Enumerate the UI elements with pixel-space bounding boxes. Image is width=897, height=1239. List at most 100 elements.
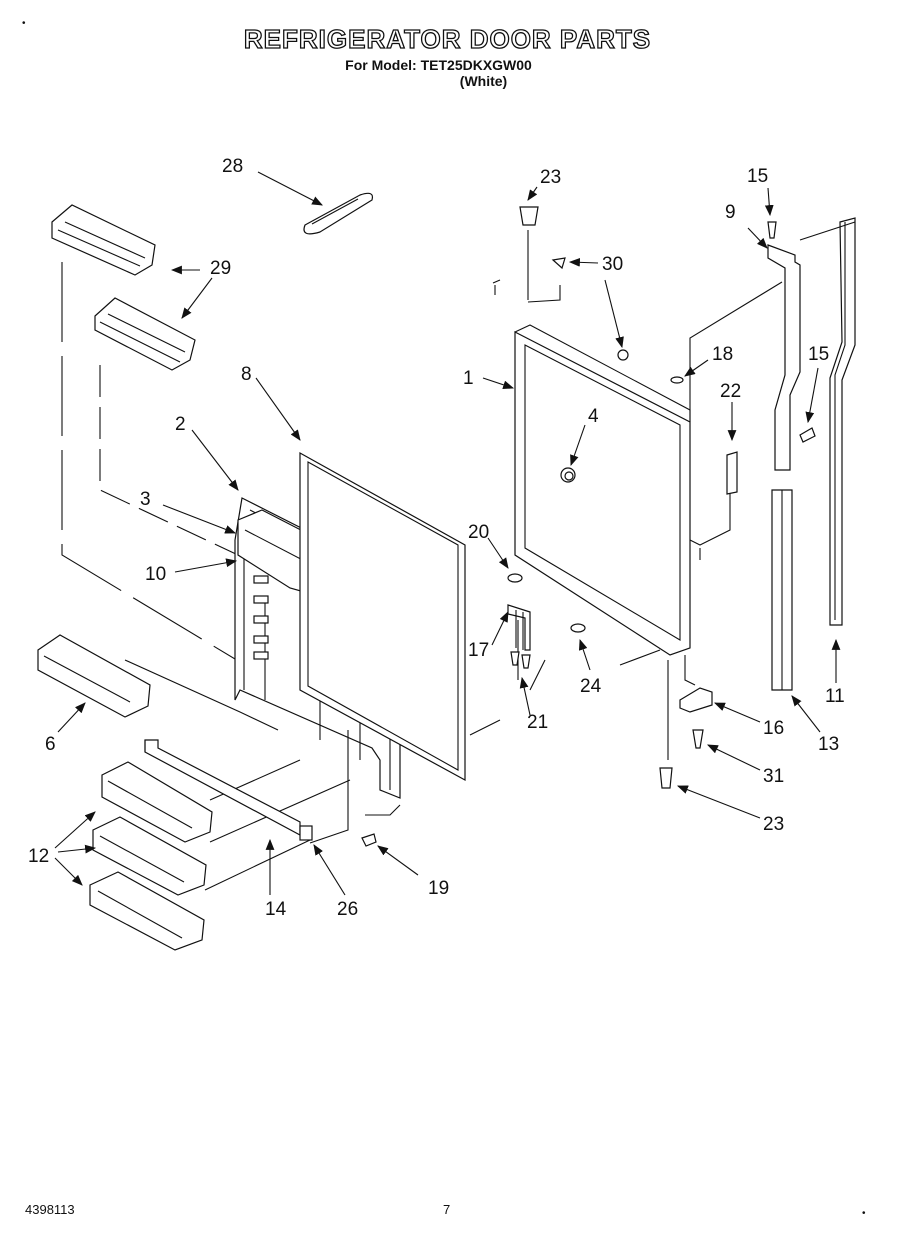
leader-15b [805,367,819,424]
part-14-shelf-rail [144,739,301,837]
part-23-hinge-pin-bottom [659,767,673,789]
handle-guide [799,221,856,241]
leader-2 [191,429,239,491]
assembly-lines-top [494,230,561,303]
leader-8 [255,377,301,441]
leader-17 [491,611,509,646]
leader-12b [57,844,97,854]
leader-26 [313,844,346,896]
callout-23-top: 23 [540,167,561,188]
callout-19: 19 [428,878,449,899]
callout-30: 30 [602,254,623,275]
guide-line-a [99,365,239,556]
part-12-door-bin-a [101,761,213,843]
model-line: For Model: TET25DKXGW00 [345,57,532,73]
assembly-lines-right [689,281,783,560]
part-30-screw [492,257,566,284]
callout-15-right: 15 [808,344,829,365]
part-31-screw [692,729,704,749]
callout-14: 14 [265,899,287,920]
leader-23b [676,785,761,819]
callout-13: 13 [818,734,839,755]
part-19-screw [361,833,377,847]
callout-29: 29 [210,258,231,279]
leader-12c [54,857,83,886]
leader-13 [791,695,821,733]
leader-30a [568,257,599,267]
part-29-upper-bin-b [94,297,196,371]
leader-12a [54,811,96,849]
callout-15-top: 15 [747,166,768,187]
page-number: 7 [443,1202,451,1217]
callout-12: 12 [28,846,49,867]
leader-28 [257,171,323,206]
callout-11: 11 [825,686,845,707]
part-12-door-bin-c [89,871,205,951]
leader-29b [181,277,213,319]
part-30-screw-b [617,349,629,361]
callout-24: 24 [580,676,602,697]
part-28-handle-insert [303,192,374,235]
callout-31: 31 [763,766,784,787]
callout-28: 28 [222,156,243,177]
leader-6 [57,702,86,733]
leader-24 [578,638,591,671]
part-24-washer [570,623,586,633]
callout-6: 6 [45,734,56,755]
part-22-hinge-cover [726,451,738,495]
callout-17: 17 [468,640,489,661]
part-13-trim [771,489,793,691]
callout-1: 1 [463,368,474,389]
callout-16: 16 [763,718,784,739]
part-21-screws [510,651,531,669]
callout-4: 4 [588,406,599,427]
callout-3: 3 [140,489,151,510]
part-15-screw-top [767,221,777,239]
color-line: (White) [459,73,508,89]
leader-19 [377,845,419,876]
leader-10 [174,558,238,573]
callout-23-bottom: 23 [763,814,784,835]
part-11-door-handle [829,217,856,626]
callout-20: 20 [468,522,489,543]
callout-9: 9 [725,202,736,223]
part-15-screw-right [799,427,816,443]
guide-lines-19 [309,730,401,844]
leader-1 [482,377,515,390]
callout-18: 18 [712,344,733,365]
callout-26: 26 [337,899,358,920]
document-number: 4398113 [25,1202,75,1217]
page-title: REFRIGERATOR DOOR PARTS [243,23,652,54]
page-header: REFRIGERATOR DOOR PARTS For Model: TET25… [0,23,897,89]
bin-guides-12 [204,759,351,891]
callout-2: 2 [175,414,186,435]
callout-10: 10 [145,564,166,585]
leader-23a [527,186,538,201]
part-1-outer-door [514,324,691,656]
part-26-rail-end [299,825,313,841]
leader-21 [519,676,531,716]
scan-mark: • [22,18,26,29]
leader-30b [604,279,624,349]
leader-18 [684,359,709,377]
leader-3 [162,504,237,534]
leader-16 [713,702,761,723]
part-17-hinge-bracket [507,604,531,651]
part-8-door-gasket [299,451,466,782]
part-6-dairy-bin [37,634,151,718]
leader-4 [570,424,586,467]
leader-9 [747,227,768,249]
guide-line-b [61,262,246,666]
callout-8: 8 [241,364,252,385]
part-23-hinge-pin-top [519,206,539,226]
part-18-plug [670,376,684,384]
leader-15a [764,187,774,217]
callout-22: 22 [720,381,741,402]
assembly-lines-bottom [469,620,669,760]
part-9-top-hinge [767,244,801,471]
part-16-bottom-hinge [679,655,713,713]
bin-guide-6 [124,659,279,731]
part-20-washer [507,573,523,583]
leader-20 [487,537,509,569]
